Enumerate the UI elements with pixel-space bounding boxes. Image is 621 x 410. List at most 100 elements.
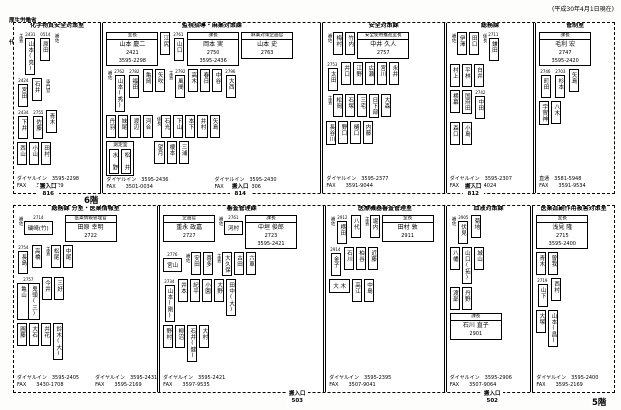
staff-box: 小園 [201, 279, 213, 302]
staff-slot: 竹内 [345, 32, 356, 55]
staff-slot: 国府田 [461, 90, 472, 114]
staff-box-horizontal: 河村 [223, 221, 243, 235]
extension-number: 2762 [114, 69, 125, 75]
staff-slot: 紀平 [189, 279, 200, 302]
staff-box: 城山 [473, 247, 484, 270]
staff-box: 矢島 [568, 69, 579, 92]
leader-extension: 2911 [401, 233, 414, 239]
staff-box: 圓藤 [17, 322, 28, 346]
staff-box-horizontal: 宮山 [163, 258, 183, 272]
staff-box: 大森 [381, 93, 392, 117]
staff-box: 松 井 [121, 149, 132, 174]
staff-slot: 望月 [154, 141, 165, 164]
staff-slot: 野口 [338, 120, 349, 144]
staff-box: 村上 [449, 64, 460, 87]
staff-box: 望月 [154, 141, 165, 164]
role-label: 係長 [155, 116, 161, 126]
section-title: 総務課 分室・医薬情報室 [48, 206, 123, 212]
staff-slot: 江尻 [160, 32, 171, 55]
staff-box: 山下 [537, 284, 548, 307]
staff-slot: 江野 [353, 61, 364, 85]
dock-number: 502 [486, 397, 498, 404]
leader-extension: 2747 [558, 50, 572, 56]
staff-box: 樋口 [350, 120, 361, 144]
staff-box: 丹野 [461, 287, 472, 310]
staff-box: 鈴木(大) [53, 322, 64, 360]
role-label: 補佐 [185, 253, 190, 263]
staff-box: 井花 [41, 322, 52, 346]
leader-extension: 2421 [125, 50, 139, 56]
desk-row: 主査松岡石塚三宅日下部大森 [326, 93, 440, 118]
section-title: 審査管理課 [223, 206, 260, 212]
extension-number: 2776 [167, 252, 178, 258]
section-title: 安全対策課 [365, 23, 402, 29]
staff-slot: 矢島 [568, 69, 579, 92]
staff-box: 渡辺 [130, 115, 141, 138]
leader-role: 課長 [245, 216, 296, 223]
dialin-line: ダイヤルイン 3595-2431 [95, 374, 158, 381]
extension-number: 2755 [33, 110, 44, 116]
desk-row: 丹羽妹尾渡辺河合係長石光下山本下井村矢島 [106, 115, 317, 138]
staff-slot: 大野 [214, 279, 225, 302]
staff-slot: 井花 [41, 322, 52, 346]
staff-slot: 大村 [199, 325, 210, 348]
leader-name: 重永 政嘉 [176, 224, 203, 231]
role-label: 補佐 [17, 216, 23, 226]
staff-box: 金子 [330, 253, 341, 276]
leader-role: 室長 [107, 33, 158, 40]
fax-line: FAX 3507-9064 [449, 381, 497, 388]
dock-label-text: 搬入口 [465, 184, 482, 190]
staff-box: 六車 [245, 252, 256, 275]
desk-row: 西山小山田村 [17, 142, 97, 165]
room-title: 測定室 [113, 143, 128, 148]
staff-slot: 田中(大) [226, 279, 237, 316]
staff-slot: 石光 [161, 115, 172, 138]
staff-slot: 大石 [29, 322, 40, 346]
staff-box: 松尾 [50, 244, 61, 268]
extension-number: 2703 [555, 69, 566, 75]
staff-slot: 三宅 [357, 93, 368, 117]
staff-box: 佐藤 [33, 116, 44, 139]
dock-number: 812 [467, 190, 479, 197]
staff-box: 山口 [173, 38, 184, 61]
desk-row: 森口小島 [449, 122, 530, 145]
staff-box: 太田 [327, 67, 338, 91]
staff-slot: 石井(健) [187, 325, 198, 362]
staff-slot: 柳沼 [175, 325, 186, 348]
staff-box: 春日 [200, 69, 211, 92]
leader-role: 麻薬対策企画官 [242, 33, 293, 40]
desk-row: 渡部丹野 [449, 287, 528, 310]
staff-slot: 石川 [343, 247, 354, 270]
staff-box: 大塚 [536, 310, 547, 333]
role-label: 補佐 [218, 216, 223, 226]
staff-slot: 小島 [461, 122, 472, 145]
staff-box: 田口 [468, 32, 479, 55]
staff-box: 杉本 [555, 75, 566, 98]
dialin-line: ダイヤルイン 3595-2405 [17, 374, 80, 381]
staff-box: 石川 [343, 247, 354, 270]
fax-line: FAX 3597-9535 [163, 381, 210, 388]
